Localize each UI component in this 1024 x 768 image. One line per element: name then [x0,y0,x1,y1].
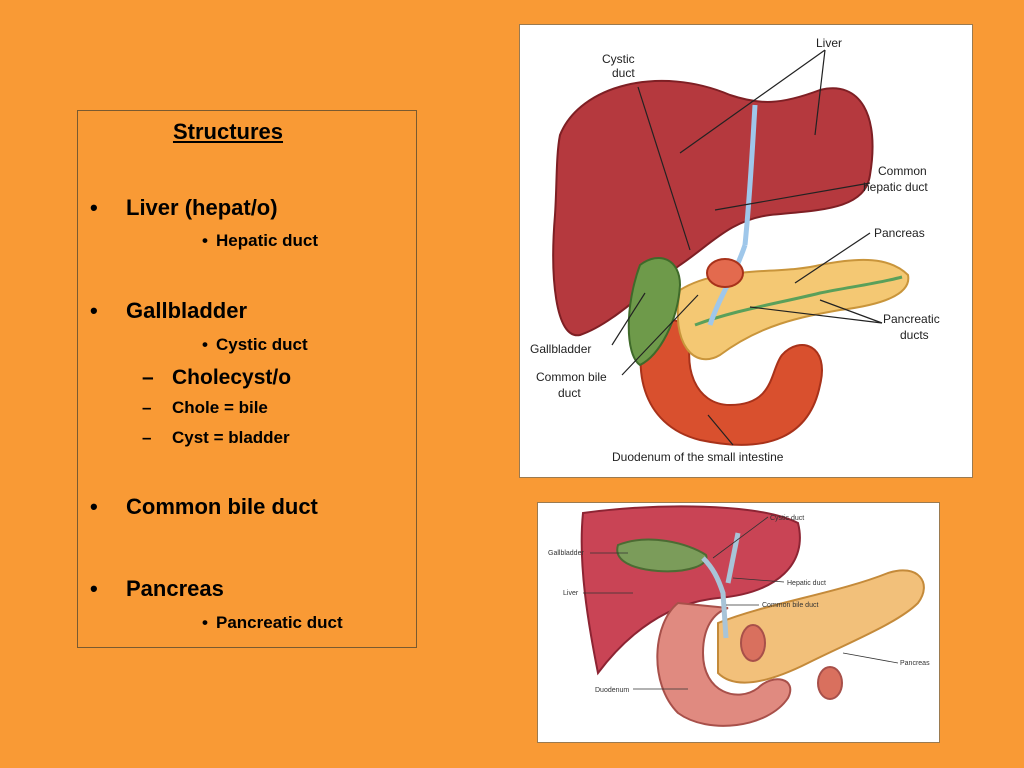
list-item-liver: • Liver (hepat/o) [90,195,278,221]
list-item-pancreatic-duct: • Pancreatic duct [202,613,343,633]
leader-lines [611,49,883,446]
label-pancreatic-ducts-line1: Pancreatic [883,312,940,326]
label-hepatic-duct: Hepatic duct [787,580,826,587]
diagram-illustration: Cystic duct Liver Common hepatic duct Pa… [530,36,940,464]
jejunum-opening [817,666,843,700]
bullet: • [202,231,208,250]
label-cystic-duct-line1: Cystic [602,52,635,66]
label-duodenum: Duodenum [595,687,629,694]
list-item-label: Cystic duct [216,335,308,354]
duodenum-shape [656,601,792,727]
label-common-bile-duct: Common bile duct [762,602,818,609]
list-item-label: Cholecyst/o [172,366,292,389]
list-item-chole: – Chole = bile [142,398,268,418]
dash: – [142,398,152,417]
dash: – [142,428,152,447]
label-common-hepatic-line2: hepatic duct [863,180,928,194]
list-item-hepatic-duct: • Hepatic duct [202,231,319,251]
pancreatic-duct-shape [694,275,903,327]
dash: – [142,366,154,389]
structures-title: Structures [172,119,284,144]
gallbladder-shape [627,256,682,367]
label-liver: Liver [816,36,842,50]
hepatic-duct-shape [742,104,758,246]
label-pancreas: Pancreas [874,226,925,240]
label-common-bile-line2: duct [558,386,581,400]
list-item-cholecyst: – Cholecyst/o [142,366,292,390]
list-item-common-bile-duct: • Common bile duct [90,494,318,520]
gallbladder-shape [616,538,708,573]
list-item-pancreas: • Pancreas [90,576,224,602]
label-pancreas: Pancreas [900,660,930,667]
common-bile-duct-shape [701,556,729,639]
label-common-hepatic-line1: Common [878,164,927,178]
list-item-cyst: – Cyst = bladder [142,428,290,448]
label-pancreatic-ducts-line2: ducts [900,328,929,342]
liver-shape [552,79,874,337]
list-item-label: Gallbladder [126,298,248,323]
bullet: • [202,613,208,632]
gallbladder-pancreas-diagram: Cystic duct Gallbladder Hepatic duct Liv… [537,502,940,743]
leader-lines [583,516,899,690]
list-item-label: Chole = bile [172,398,268,417]
list-item-label: Liver (hepat/o) [126,195,278,220]
list-item-label: Hepatic duct [216,231,319,250]
list-item-cystic-duct: • Cystic duct [202,335,308,355]
diagram-illustration: Cystic duct Gallbladder Hepatic duct Liv… [548,505,930,727]
list-item-label: Pancreatic duct [216,613,343,632]
label-gallbladder: Gallbladder [530,342,591,356]
label-duodenum: Duodenum of the small intestine [612,450,784,464]
bullet: • [202,335,208,354]
bullet: • [90,298,98,323]
list-item-label: Pancreas [126,576,224,601]
hepatic-duct-shape [725,532,741,584]
liver-pancreas-diagram: Cystic duct Liver Common hepatic duct Pa… [519,24,973,478]
label-liver: Liver [563,590,579,597]
duodenum-opening [740,624,766,662]
duodenum-opening [706,258,744,288]
bullet: • [90,195,98,220]
pancreas-shape [717,569,925,684]
bullet: • [90,576,98,601]
list-item-label: Cyst = bladder [172,428,290,447]
label-gallbladder: Gallbladder [548,550,584,557]
label-cystic-duct: Cystic duct [770,515,804,522]
label-cystic-duct-line2: duct [612,66,635,80]
bullet: • [90,494,98,519]
structures-textbox: Structures • Liver (hepat/o) • Hepatic d… [77,110,417,648]
list-item-gallbladder: • Gallbladder [90,298,248,324]
list-item-label: Common bile duct [126,494,318,519]
label-common-bile-line1: Common bile [536,370,607,384]
